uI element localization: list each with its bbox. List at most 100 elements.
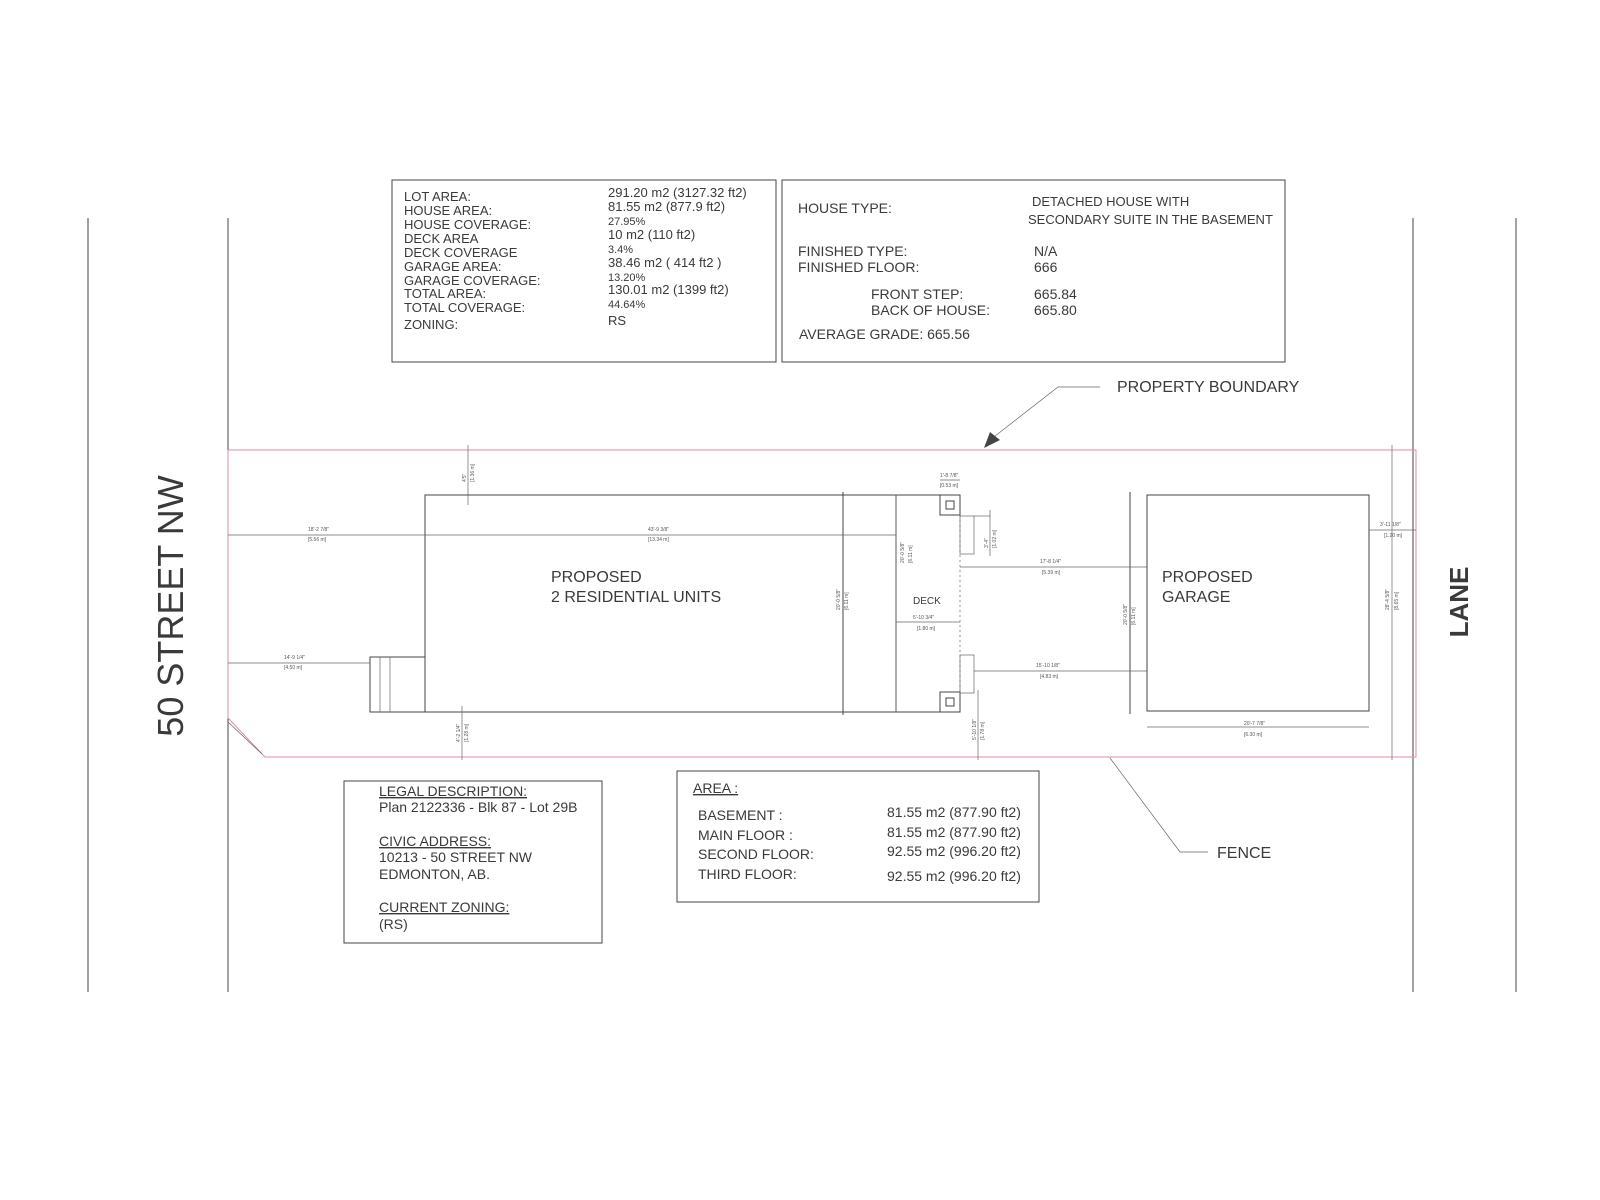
site-stat-label: HOUSE AREA: [404, 203, 492, 218]
dim-text: 18'-2 7/8" [308, 527, 329, 533]
finished-type-value: N/A [1034, 243, 1058, 259]
site-stat-label: GARAGE AREA: [404, 259, 502, 274]
dim-text: [5.39 m] [1042, 570, 1061, 576]
site-stat-value: 44.64% [608, 299, 646, 311]
deck-post-core [945, 697, 955, 707]
floor-area-label: THIRD FLOOR: [698, 866, 797, 882]
house-info-box [781, 179, 1286, 363]
dim-text: [1.36 m] [470, 463, 476, 482]
dim-text: 28'-4 5/8" [1385, 589, 1391, 610]
fence-label: FENCE [1217, 845, 1271, 862]
floor-areas-list: BASEMENT : 81.55 m2 (877.90 ft2) MAIN FLOO… [698, 804, 1021, 884]
dim-text: [4.50 m] [284, 665, 303, 671]
back-of-house-label: BACK OF HOUSE: [871, 302, 990, 318]
floor-areas-title: AREA : [693, 780, 738, 796]
front-step [369, 656, 426, 713]
finished-floor-label: FINISHED FLOOR: [798, 259, 919, 275]
current-zoning-title: CURRENT ZONING: [379, 899, 509, 915]
garage-label-line-2: GARAGE [1162, 589, 1230, 606]
dim-text: 17'-8 1/4" [1040, 559, 1061, 565]
dim-text: 5'-10 1/8" [972, 719, 978, 740]
site-statistics-box [391, 179, 777, 363]
dim-text: [6.30 m] [1244, 732, 1263, 738]
site-stat-value: 81.55 m2 (877.9 ft2) [608, 199, 725, 214]
current-zoning-value: (RS) [379, 916, 408, 932]
site-stat-value: RS [608, 313, 626, 328]
dim-text: 20'-0 5/8" [900, 542, 906, 563]
deck-post-core [945, 500, 955, 510]
dim-text: [8.65 m] [1394, 591, 1400, 610]
site-stat-label: LOT AREA: [404, 189, 471, 204]
fence-leader [1109, 757, 1208, 853]
front-step-label: FRONT STEP: [871, 286, 963, 302]
site-stat-label: GARAGE COVERAGE: [404, 273, 541, 288]
corner-cut-line [227, 721, 263, 755]
finished-floor-value: 666 [1034, 259, 1058, 275]
deck-stair [959, 515, 975, 555]
dim-text: [1.28 m] [464, 723, 470, 742]
civic-address-line-1: 10213 - 50 STREET NW [379, 849, 533, 865]
dim-text: 15'-10 1/8" [1036, 663, 1060, 669]
house-label-line-1: PROPOSED [551, 569, 642, 586]
lane-label: LANE [1444, 567, 1474, 638]
legal-description-title: LEGAL DESCRIPTION: [379, 783, 527, 799]
dim-text: 43'-9 3/8" [648, 527, 669, 533]
dim-text: [6.11 m] [1131, 607, 1137, 625]
dim-text: [1.78 m] [980, 721, 986, 740]
deck-label: DECK [913, 596, 941, 607]
dim-text: [1.20 m] [1384, 533, 1403, 539]
dim-text: 20'-7 7/8" [1244, 721, 1265, 727]
dim-text: [4.83 m] [1040, 674, 1059, 680]
site-stat-value: 3.4% [608, 244, 633, 256]
house-label-line-2: 2 RESIDENTIAL UNITS [551, 589, 721, 606]
dim-text: 20'-0 5/8" [1123, 604, 1129, 625]
dim-text: [1.80 m] [917, 626, 936, 632]
floor-area-value: 81.55 m2 (877.90 ft2) [887, 824, 1021, 840]
dim-text: [6.11 m] [908, 545, 914, 563]
site-stat-label: DECK AREA [404, 231, 479, 246]
site-stat-value: 27.95% [608, 216, 646, 228]
dim-text: [0.53 m] [940, 483, 959, 489]
dim-text: [6.11 m] [844, 592, 850, 610]
house-type-value-2: SECONDARY SUITE IN THE BASEMENT [1028, 212, 1273, 227]
floor-area-value: 92.55 m2 (996.20 ft2) [887, 868, 1021, 884]
dim-text: 1'-8 7/8" [940, 473, 959, 479]
floor-area-label: SECOND FLOOR: [698, 846, 814, 862]
site-stat-value: 130.01 m2 (1399 ft2) [608, 282, 729, 297]
property-boundary-label: PROPERTY BOUNDARY [1117, 379, 1300, 396]
dim-text: 14'-9 1/4" [284, 655, 305, 661]
garage-label-line-1: PROPOSED [1162, 569, 1253, 586]
property-boundary-arrow [984, 432, 1000, 448]
site-stat-label: DECK COVERAGE [404, 245, 518, 260]
floor-area-label: MAIN FLOOR : [698, 827, 793, 843]
dim-text: 3'-4" [984, 538, 990, 548]
deck-post [939, 494, 961, 516]
civic-address-title: CIVIC ADDRESS: [379, 833, 491, 849]
property-boundary-line [227, 449, 1417, 758]
dim-text: [1.02 m] [992, 529, 998, 548]
site-stat-value: 38.46 m2 ( 414 ft2 ) [608, 255, 721, 270]
house-type-value-1: DETACHED HOUSE WITH [1032, 194, 1189, 209]
site-statistics-list: LOT AREA: 291.20 m2 (3127.32 ft2) HOUSE AR… [404, 185, 747, 332]
dim-text: 4'5" [462, 473, 468, 482]
dim-text: 4'-2 1/4" [456, 723, 462, 742]
street-name-label: 50 STREET NW [150, 475, 191, 736]
site-stat-value: 13.20% [608, 272, 646, 284]
floor-area-label: BASEMENT : [698, 807, 783, 823]
site-stat-label: ZONING: [404, 317, 458, 332]
deck-post [939, 691, 961, 713]
site-stat-label: HOUSE COVERAGE: [404, 217, 531, 232]
legal-description-box [343, 780, 603, 944]
civic-address-line-2: EDMONTON, AB. [379, 866, 490, 882]
dim-text: [5.56 m] [308, 537, 327, 543]
legal-description-value: Plan 2122336 - Blk 87 - Lot 29B [379, 799, 577, 815]
house-type-label: HOUSE TYPE: [798, 200, 892, 216]
site-stat-value: 291.20 m2 (3127.32 ft2) [608, 185, 747, 200]
floor-areas-box [676, 770, 1040, 903]
dim-text: 5'-10 3/4" [913, 615, 934, 621]
property-boundary-leader [989, 386, 1100, 441]
site-stat-label: TOTAL COVERAGE: [404, 300, 525, 315]
site-stat-value: 10 m2 (110 ft2) [608, 227, 695, 242]
dim-text: 3'-11 1/8" [1380, 522, 1401, 528]
